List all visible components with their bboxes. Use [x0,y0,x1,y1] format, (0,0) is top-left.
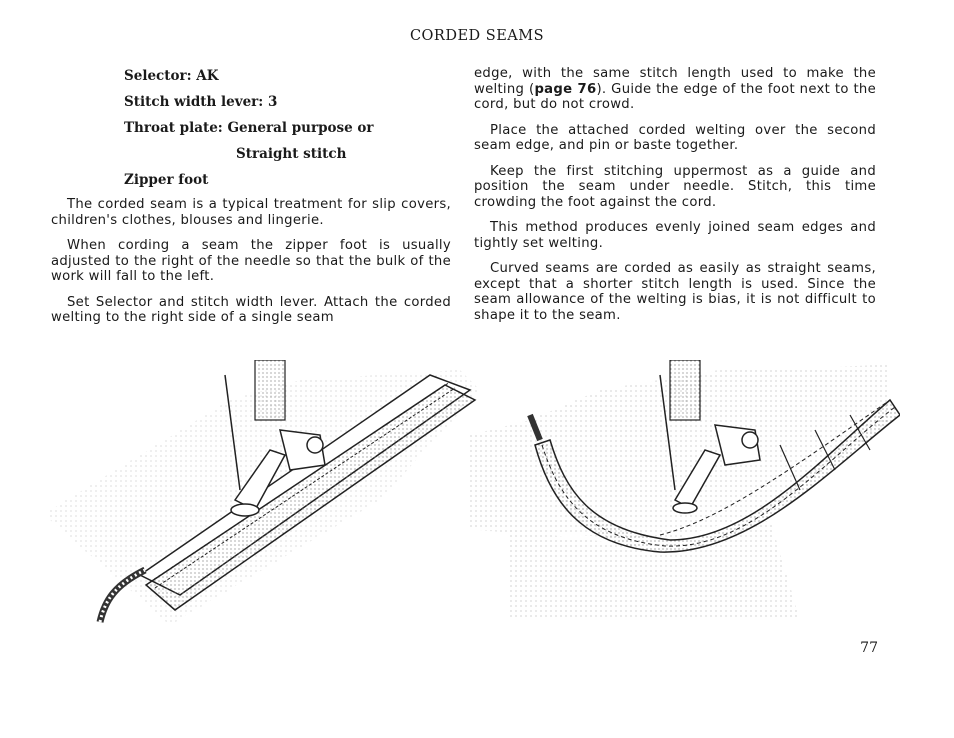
paragraph: When cording a seam the zipper foot is u… [51,238,451,284]
page-reference: page 76 [534,81,597,97]
foot-setting: Zipper foot [124,172,209,188]
straight-corded-seam-illustration [50,360,480,625]
paragraph: edge, with the same stitch length used t… [474,66,876,112]
paragraph: Place the attached corded welting over t… [474,122,876,154]
paragraph: The corded seam is a typical treatment f… [51,197,451,228]
selector-setting: Selector: AK [124,68,219,84]
page-title: CORDED SEAMS [409,28,545,44]
paragraph: Keep the first stitching uppermost as a … [474,163,876,210]
paragraph: Curved seams are corded as easily as str… [474,261,876,323]
stitch-width-setting: Stitch width lever: 3 [124,94,278,110]
left-column: The corded seam is a typical treatment f… [51,197,451,336]
paragraph: This method produces evenly joined seam … [474,220,876,251]
page-number: 77 [860,640,878,656]
right-column: edge, with the same stitch length used t… [474,66,876,333]
paragraph: Set Selector and stitch width lever. Att… [51,294,451,326]
throat-plate-alt-setting: Straight stitch [236,146,347,162]
machine-settings: Selector: AK Stitch width lever: 3 Throa… [124,66,374,196]
throat-plate-setting: Throat plate: General purpose or [124,120,374,136]
curved-corded-seam-illustration [470,360,900,620]
